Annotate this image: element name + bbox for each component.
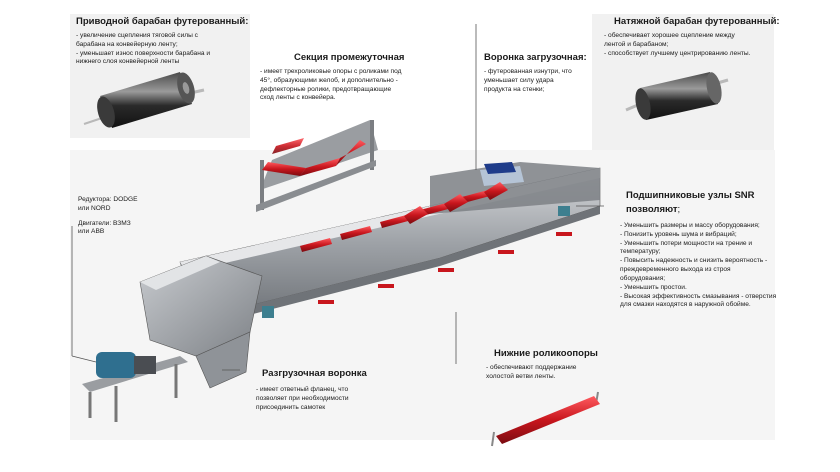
bearings-line: преждевременного выхода из строя: [620, 266, 731, 274]
discharge-chute-title: Разгрузочная воронка: [262, 368, 367, 379]
return-idlers-description: - обеспечивают поддержание холостой ветв…: [486, 364, 606, 382]
bearings-line: - Уменьшить простои.: [620, 283, 687, 291]
intermediate-section-title: Секция промежуточная: [294, 52, 405, 63]
discharge-chute-line: - имеет ответный фланец, что: [256, 386, 349, 393]
drive-pulley-line: нижнего слоя конвейерной ленты: [76, 58, 180, 66]
bearings-line: для смазки находятся в наружной обойме.: [620, 301, 751, 309]
tension-pulley-line: лентой и барабаном;: [604, 40, 669, 48]
intermediate-section-line: дефлекторные ролики, предотвращающие: [260, 85, 392, 93]
tension-pulley-title: Натяжной барабан футерованный:: [614, 16, 780, 27]
drive-pulley-title: Приводной барабан футерованный:: [76, 16, 249, 27]
motors-value: ВЗМЗ: [113, 219, 131, 227]
leader-lines: [71, 24, 604, 371]
bearings-line: - Повысить надежность и снизить вероятно…: [620, 257, 768, 265]
drive-pulley-line: - увеличение сцепления тяговой силы с: [76, 32, 198, 39]
drive-pulley-image: [83, 72, 205, 128]
return-idlers-line: холостой ветви ленты.: [486, 372, 556, 380]
bearings-line: температуру;: [620, 248, 661, 256]
loading-chute-title: Воронка загрузочная:: [484, 52, 587, 63]
tension-pulley-image: [625, 72, 729, 120]
discharge-chute-image: [139, 255, 274, 389]
motors-label: Двигатели:: [78, 219, 112, 227]
tension-pulley-line: - способствует лучшему центрированию лен…: [604, 49, 751, 57]
loading-chute-line: продукта на стенки;: [484, 85, 545, 93]
bearings-title-2: позволяют;: [626, 204, 681, 215]
intermediate-section-line: сход ленты с конвейера.: [260, 94, 336, 102]
discharge-chute-description: - имеет ответный фланец, что позволяет п…: [256, 386, 376, 412]
loading-chute-line: - футерованная изнутри, что: [484, 68, 572, 75]
reducers-label: Редуктора:: [78, 196, 112, 203]
reducers-alt: или NORD: [78, 204, 111, 212]
drive-pulley-line: барабана на конвейерную ленту;: [76, 40, 178, 48]
intermediate-section-line: - имеет трехроликовые опоры с роликами п…: [260, 68, 402, 75]
intermediate-section-description: - имеет трехроликовые опоры с роликами п…: [260, 68, 432, 103]
bearings-description: - Уменьшить размеры и массу оборудования…: [620, 222, 780, 310]
discharge-chute-line: присоединить самотек: [256, 403, 326, 411]
bearings-line: - Уменьшить размеры и массу оборудования…: [620, 222, 760, 229]
intermediate-section-line: 45°, образующими желоб, и дополнительно …: [260, 76, 398, 84]
drive-pulley-description: - увеличение сцепления тяговой силы с ба…: [76, 32, 246, 67]
bearings-line: - Понизить уровень шума и вибраций;: [620, 230, 737, 238]
drive-pulley-line: - уменьшает износ поверхности барабана и: [76, 49, 211, 57]
motors-alt: или ABB: [78, 228, 105, 236]
discharge-chute-line: позволяет при необходимости: [256, 394, 349, 402]
return-idlers-title: Нижние роликоопоры: [494, 348, 598, 359]
loading-chute-line: уменьшает силу удара: [484, 76, 554, 84]
trough-idler-image: [256, 120, 378, 212]
return-idlers-line: - обеспечивают поддержание: [486, 364, 577, 371]
bearings-title: Подшипниковые узлы SNR: [626, 190, 755, 201]
tension-pulley-line: - обеспечивает хорошее сцепление между: [604, 32, 735, 39]
gear-motor-info: Редуктора: DODGE или NORD Двигатели: ВЗМ…: [78, 196, 158, 237]
bearings-line: - Уменьшить потери мощности на трение и: [620, 239, 753, 247]
bearings-line: оборудования;: [620, 274, 666, 282]
tension-pulley-description: - обеспечивает хорошее сцепление между л…: [604, 32, 772, 58]
reducers-value: DODGE: [113, 196, 138, 203]
return-idler-image: [491, 391, 600, 447]
gear-motor-image: [82, 352, 188, 422]
conveyor-frame: [179, 162, 601, 326]
loading-chute-description: - футерованная изнутри, что уменьшает си…: [484, 68, 594, 94]
bearings-line: - Высокая эффективность смазывания - отв…: [620, 292, 777, 300]
